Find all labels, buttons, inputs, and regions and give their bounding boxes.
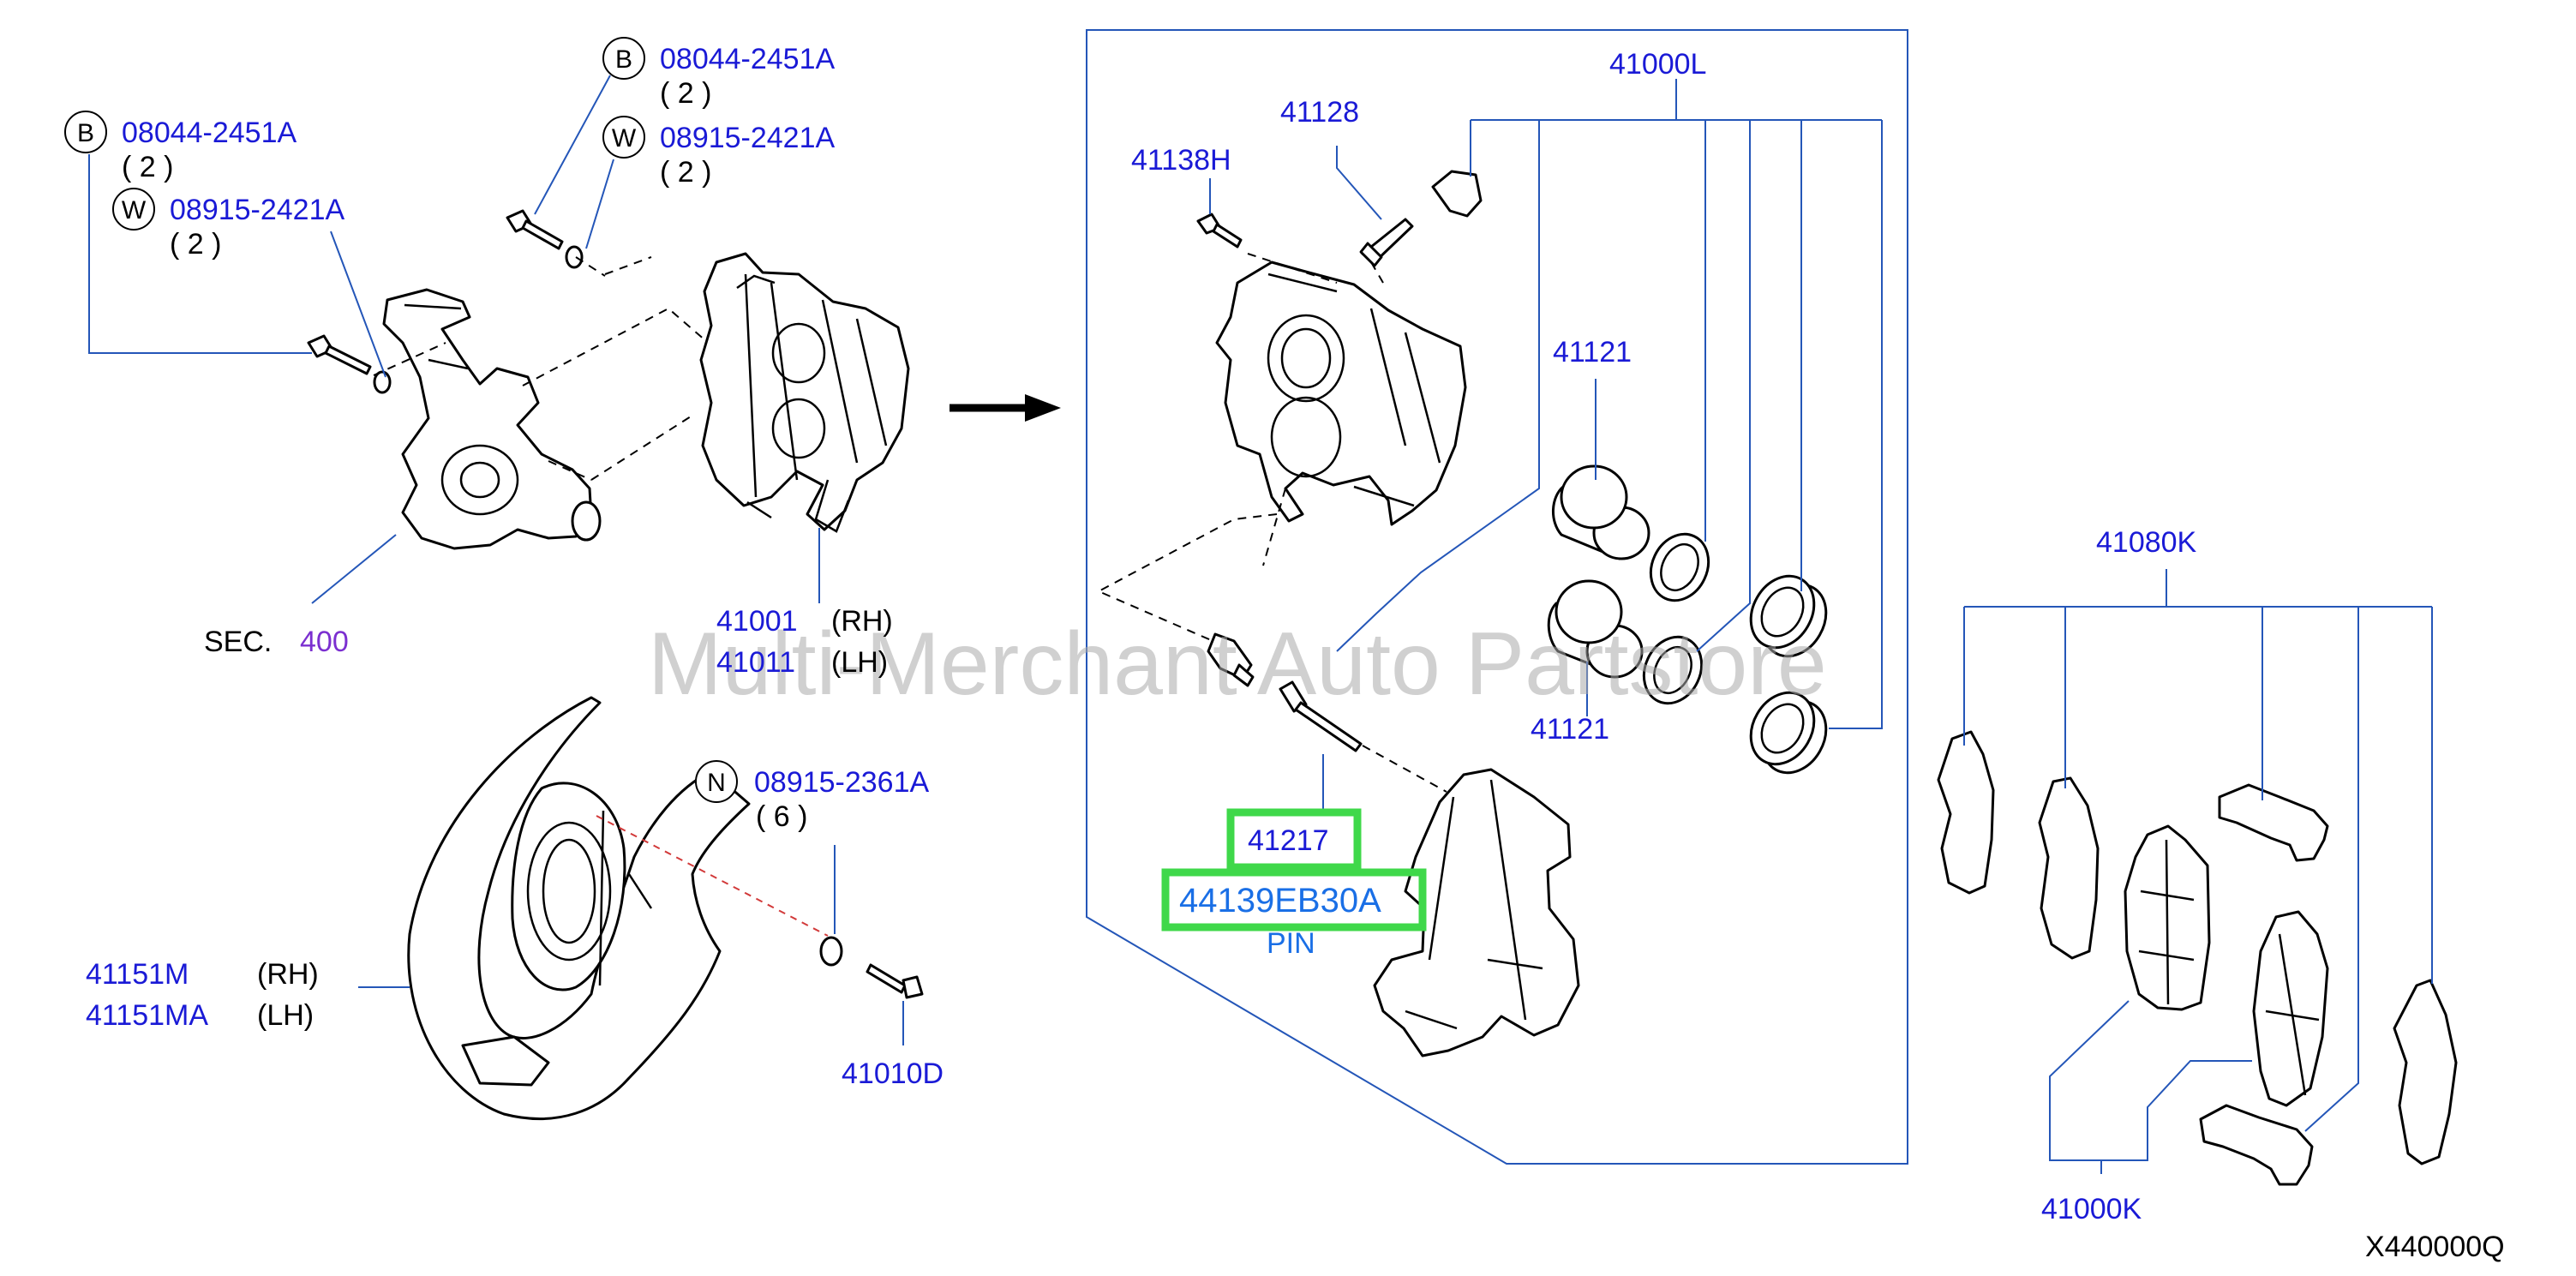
bolt-left-qty: ( 2 ) (122, 151, 173, 183)
bolt-left-part-number[interactable]: 08044-2451A (122, 117, 297, 149)
dust-boot-lower[interactable] (1739, 681, 1839, 784)
shield-bolt[interactable] (866, 963, 924, 999)
bleeder-part-number[interactable]: 41128 (1280, 96, 1359, 129)
bolt-top-part-number[interactable]: 08044-2451A (660, 43, 836, 75)
anti-rattle-clip-upper[interactable] (2218, 783, 2329, 862)
pin-description: PIN (1267, 927, 1315, 960)
washer-top-qty: ( 2 ) (660, 156, 711, 189)
steering-knuckle[interactable] (382, 288, 602, 550)
pad-kit-part-number[interactable]: 41080K (2096, 526, 2197, 559)
nut-part-number[interactable]: 08915-2361A (754, 766, 930, 799)
washer-top-badge: W (612, 124, 637, 153)
piston-upper[interactable] (1551, 464, 1650, 560)
shield-lh-part-number[interactable]: 41151MA (86, 999, 208, 1032)
pad-shim-1[interactable] (1937, 730, 1995, 895)
shield-rh-part-number[interactable]: 41151M (86, 958, 189, 991)
diagram-code: X440000Q (2365, 1231, 2505, 1263)
washer-top[interactable] (565, 245, 584, 269)
piston-seal-lower[interactable] (1633, 627, 1712, 713)
caliper-lh-side: (LH) (831, 646, 888, 679)
shield-bolt-part-number[interactable]: 41010D (842, 1057, 944, 1090)
nut-qty: ( 6 ) (756, 800, 807, 833)
pad-set-part-number[interactable]: 41000K (2041, 1193, 2142, 1225)
watermark: Multi-Merchant Auto Partstore (648, 614, 1827, 714)
caliper-rh-part-number[interactable]: 41001 (716, 605, 798, 638)
bleeder-cap[interactable] (1431, 170, 1483, 218)
pad-shim-2[interactable] (2038, 776, 2100, 960)
highlight-44139EB30A (1161, 868, 1427, 932)
washer-left[interactable] (373, 370, 392, 394)
caliper-body[interactable] (1215, 261, 1467, 526)
brake-pad-outer[interactable] (2252, 910, 2329, 1107)
washer-left-part-number[interactable]: 08915-2421A (170, 194, 345, 226)
nut-washer[interactable] (819, 936, 843, 967)
assembly-frame (1086, 29, 1908, 1165)
section-number[interactable]: 400 (300, 626, 349, 658)
washer-left-badge: W (122, 196, 147, 225)
anti-rattle-clip-lower[interactable] (2199, 1104, 2314, 1186)
seal-kit-part-number[interactable]: 41000L (1609, 48, 1706, 81)
dust-boot-upper[interactable] (1739, 565, 1839, 668)
shield-lh-side: (LH) (257, 999, 314, 1032)
washer-left-qty: ( 2 ) (170, 228, 221, 261)
caliper-bolt[interactable] (1196, 213, 1243, 249)
caliper-bracket[interactable] (1373, 768, 1580, 1057)
bleeder-screw[interactable] (1359, 218, 1414, 267)
caliper-assembly-left[interactable] (699, 252, 910, 533)
caliper-lh-part-number[interactable]: 41011 (716, 646, 795, 679)
washer-top-part-number[interactable]: 08915-2421A (660, 122, 836, 154)
bolt-top-qty: ( 2 ) (660, 77, 711, 110)
bolt-top[interactable] (506, 209, 564, 250)
caliper-bolt-part-number[interactable]: 41138H (1131, 144, 1231, 177)
pin-highlight-part-number[interactable]: 44139EB30A (1179, 882, 1381, 920)
highlight-41217 (1226, 808, 1362, 872)
piston-upper-part-number[interactable]: 41121 (1553, 336, 1632, 368)
direction-arrow (950, 394, 1061, 422)
bolt-top-badge: B (615, 45, 632, 74)
guide-pin[interactable] (1279, 680, 1363, 752)
bolt-left-badge: B (77, 119, 94, 147)
shield-rh-side: (RH) (257, 958, 319, 991)
pin-boot[interactable] (1207, 632, 1255, 687)
brake-pad-inner[interactable] (2124, 824, 2211, 1011)
piston-lower[interactable] (1547, 579, 1644, 679)
pin-part-number[interactable]: 41217 (1248, 824, 1329, 857)
nut-badge: N (707, 769, 726, 797)
pad-shim-3[interactable] (2393, 979, 2458, 1165)
section-prefix: SEC. (204, 626, 272, 658)
piston-lower-part-number[interactable]: 41121 (1531, 713, 1609, 746)
bolt-left[interactable] (307, 334, 372, 375)
piston-seal-upper[interactable] (1640, 524, 1719, 610)
caliper-rh-side: (RH) (831, 605, 893, 638)
dust-shield[interactable] (407, 696, 751, 1121)
